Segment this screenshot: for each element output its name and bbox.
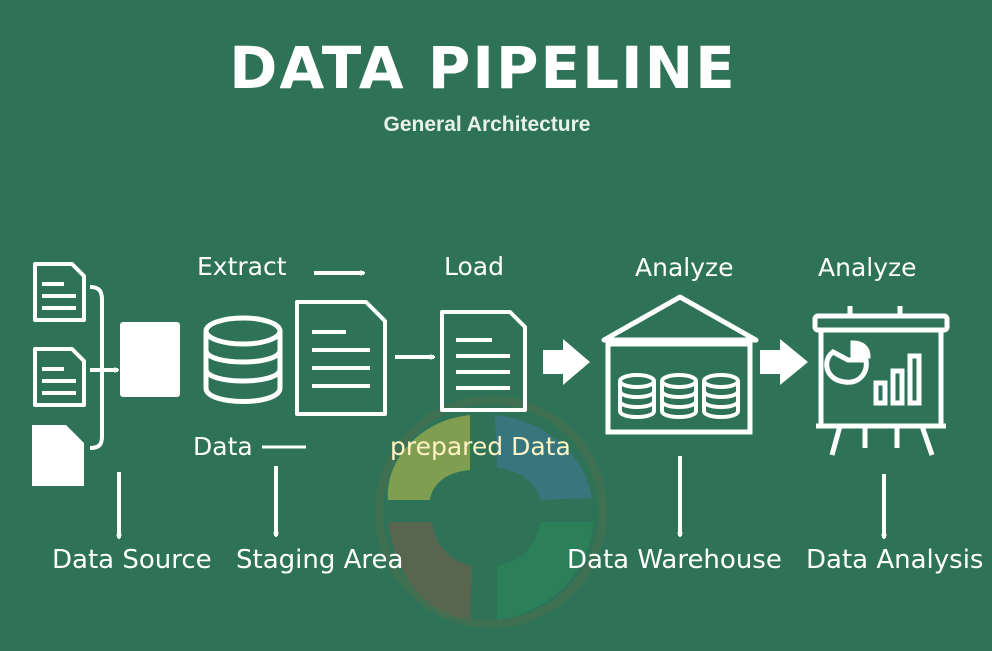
analytics-board-icon — [812, 306, 950, 456]
source-collector-box — [120, 322, 180, 397]
source-document-icon-2 — [33, 347, 86, 407]
block-arrow-icon-2 — [760, 339, 808, 385]
source-document-icon-1 — [33, 262, 86, 322]
load-document-icon — [440, 310, 527, 412]
stage-label-analyze-warehouse: Analyze — [635, 253, 734, 282]
caption-data-source: Data Source — [52, 545, 212, 575]
source-document-icon-3 — [32, 425, 84, 486]
caption-data-analysis: Data Analysis — [806, 545, 984, 575]
caption-data-warehouse: Data Warehouse — [567, 545, 782, 575]
caption-staging-area: Staging Area — [236, 545, 404, 575]
warehouse-icon — [601, 294, 759, 435]
stage-label-load: Load — [444, 252, 504, 281]
stage-label-extract: Extract — [197, 252, 287, 281]
source-merge-bracket — [89, 285, 118, 450]
page-title: DATA PIPELINE — [229, 34, 737, 102]
inline-label-prepared-data: prepared Data — [390, 432, 571, 461]
stage-label-analyze-analysis: Analyze — [818, 253, 917, 282]
page-subtitle: General Architecture — [383, 113, 591, 136]
staging-document-icon — [295, 300, 387, 416]
database-icon — [203, 315, 283, 404]
inline-label-data: Data — [193, 432, 253, 461]
watermark-logo — [375, 396, 607, 628]
block-arrow-icon-1 — [543, 339, 590, 385]
